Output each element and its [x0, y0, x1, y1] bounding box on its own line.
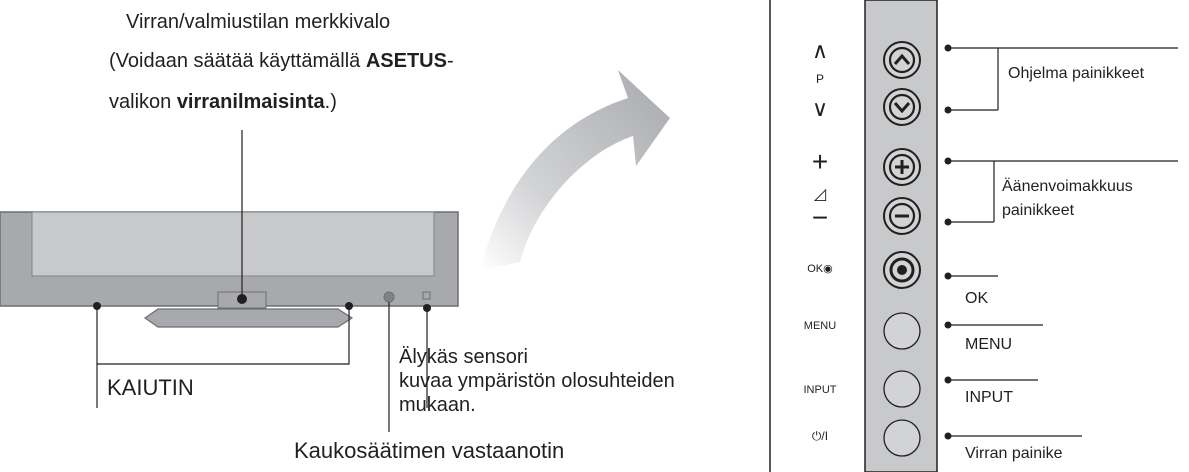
tv-stand-base — [143, 308, 354, 328]
sensor-label-line3: mukaan. — [399, 394, 476, 416]
callout-input: INPUT — [965, 389, 1013, 406]
led-caption-line2-prefix: (Voidaan säätää käyttämällä — [109, 50, 366, 72]
led-caption-line3-suffix: .) — [324, 91, 337, 113]
tv-screen — [31, 211, 435, 277]
side-label-input: INPUT — [803, 384, 837, 396]
callout-power: Virran painike — [965, 445, 1063, 462]
led-caption-setting-name: virranilmaisinta — [176, 91, 325, 113]
panel-buttons — [883, 41, 921, 457]
chevron-up-icon — [893, 53, 911, 65]
callout-program: Ohjelma painikkeet — [1008, 65, 1145, 82]
sensor-label-line2: kuvaa ympäristön olosuhteiden — [399, 370, 675, 392]
intelligent-sensor-icon — [422, 291, 431, 300]
side-label-volume-icon: ◿ — [813, 186, 827, 203]
speaker-leader-line — [96, 306, 350, 365]
side-label-ok: OK◉ — [807, 263, 833, 275]
led-caption-line2: (Voidaan säätää käyttämällä ASETUS- — [109, 49, 454, 73]
led-caption-line3-prefix: valikon — [109, 91, 177, 113]
side-label-down: ∨ — [811, 96, 829, 121]
power-led-dot — [237, 294, 247, 304]
zoom-arrow — [480, 70, 670, 270]
button-input[interactable] — [883, 370, 921, 408]
button-menu[interactable] — [883, 312, 921, 350]
remote-receiver-label: Kaukosäätimen vastaanotin — [294, 438, 565, 463]
side-label-plus: + — [811, 146, 829, 177]
callout-ok: OK — [965, 290, 989, 307]
tv-illustration — [0, 211, 459, 328]
led-caption-line1: Virran/valmiustilan merkkivalo — [126, 11, 391, 33]
side-label-power: ⏻/I — [811, 429, 829, 443]
side-label-menu: MENU — [803, 320, 837, 332]
speaker-label: KAIUTIN — [107, 375, 194, 400]
callout-menu: MENU — [965, 336, 1013, 353]
sensor-label-line1: Älykäs sensori — [399, 346, 528, 368]
led-caption-menu-name: ASETUS — [365, 50, 447, 72]
callout-volume-line1: Äänenvoimakkuus — [1002, 178, 1133, 195]
ok-dot-icon — [897, 265, 907, 275]
remote-sensor-icon — [383, 291, 395, 303]
side-label-p: P — [815, 72, 824, 86]
button-power[interactable] — [883, 419, 921, 457]
led-caption-line2-suffix: - — [446, 50, 454, 72]
callout-volume-line2: painikkeet — [1002, 202, 1075, 219]
side-label-minus: − — [811, 202, 829, 233]
led-caption-line3: valikon virranilmaisinta.) — [109, 90, 337, 114]
side-label-up: ∧ — [811, 38, 829, 63]
chevron-down-icon — [893, 102, 911, 114]
